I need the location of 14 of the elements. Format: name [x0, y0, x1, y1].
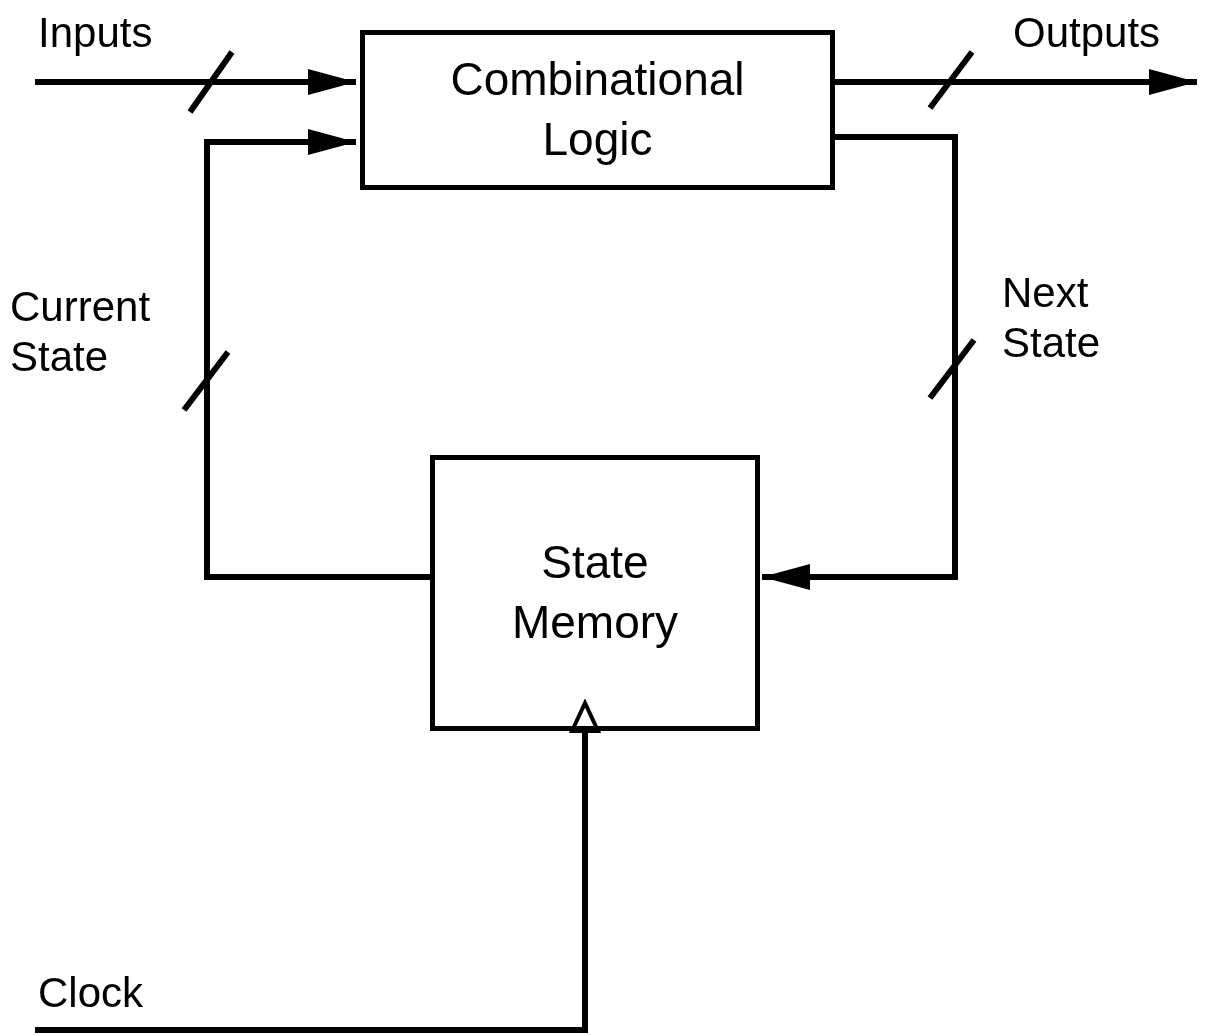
arrow: [762, 134, 958, 590]
arrow: [835, 69, 1197, 95]
arrow: [35, 69, 356, 95]
edge-label: Inputs: [38, 8, 153, 58]
block-box: [430, 455, 760, 731]
edge-label: Current State: [10, 282, 152, 383]
block-title: State Memory: [510, 535, 680, 650]
edge-label: Next State: [1002, 268, 1102, 369]
edge-label: Outputs: [1013, 8, 1161, 58]
block-box: [360, 30, 835, 190]
block-title: Combinational Logic: [449, 52, 746, 167]
edge-label: Clock: [38, 968, 144, 1018]
clock-line: [35, 701, 600, 1033]
arrow: [204, 129, 430, 580]
